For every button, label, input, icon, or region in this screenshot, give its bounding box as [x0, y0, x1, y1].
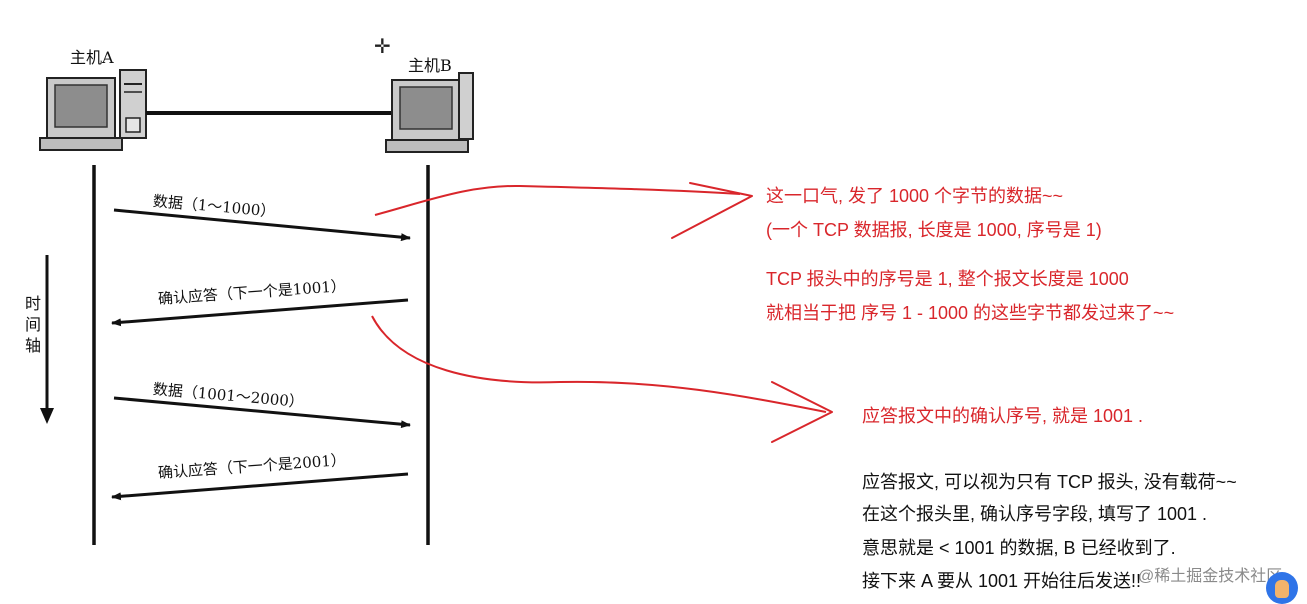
- time-axis-char-2: 间: [25, 315, 42, 334]
- note-4-line-1: 应答报文, 可以视为只有 TCP 报头, 没有载荷~~: [862, 472, 1237, 492]
- time-axis-char-1: 时: [25, 294, 42, 313]
- annotation-arrowhead-2: [771, 381, 833, 443]
- note-4-line-3: 意思就是 < 1001 的数据, B 已经收到了.: [862, 538, 1176, 558]
- message-arrow-4: [111, 472, 409, 501]
- annotation-pointer-2: [371, 315, 827, 413]
- hand-badge-icon[interactable]: [1266, 572, 1298, 604]
- note-2-line-2: 就相当于把 序号 1 - 1000 的这些字节都发过来了~~: [766, 303, 1175, 323]
- computer-b-icon: [385, 72, 474, 153]
- note-1-line-2: (一个 TCP 数据报, 长度是 1000, 序号是 1): [766, 220, 1102, 240]
- note-1-line-1: 这一口气, 发了 1000 个字节的数据~~: [766, 186, 1064, 206]
- watermark: @稀土掘金技术社区: [1138, 568, 1283, 585]
- annotation-pointer-1: [374, 184, 741, 216]
- computer-a-icon: [39, 69, 147, 151]
- message-arrow-2: [111, 298, 409, 327]
- note-4-line-4: 接下来 A 要从 1001 开始往后发送!!: [862, 571, 1142, 591]
- annotation-arrowhead-1: [671, 182, 753, 239]
- note-3-line-1: 应答报文中的确认序号, 就是 1001 .: [862, 406, 1144, 426]
- time-axis-char-3: 轴: [25, 336, 42, 355]
- host-a-label: 主机A: [70, 48, 114, 67]
- crosshair-cursor-icon: ✛: [374, 34, 391, 58]
- host-b-label: 主机B: [408, 56, 452, 75]
- message-arrow-3: [113, 396, 411, 429]
- time-axis-arrowhead: [40, 408, 54, 424]
- message-arrow-1: [113, 208, 411, 242]
- note-4-line-2: 在这个报头里, 确认序号字段, 填写了 1001 .: [862, 504, 1208, 524]
- note-2-line-1: TCP 报头中的序号是 1, 整个报文长度是 1000: [766, 269, 1129, 289]
